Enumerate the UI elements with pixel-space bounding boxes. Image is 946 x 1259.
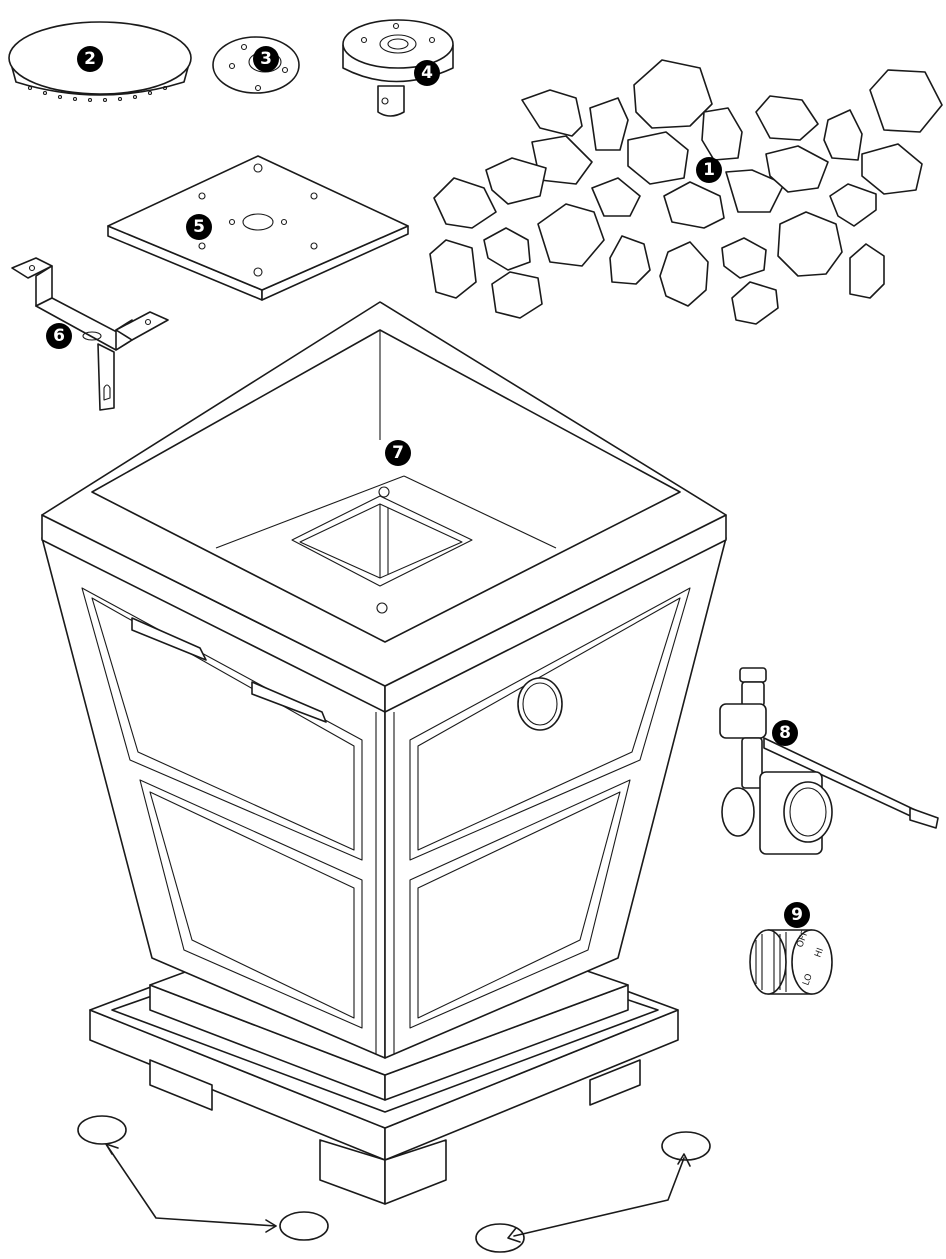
bracket	[11, 257, 169, 411]
callout-2: 2	[77, 46, 103, 72]
callout-number: 7	[392, 443, 404, 463]
callout-number: 1	[703, 160, 715, 180]
callout-number: 6	[53, 326, 65, 346]
callout-1: 1	[696, 157, 722, 183]
callout-number: 3	[260, 49, 272, 69]
callout-6: 6	[46, 323, 72, 349]
fire-pit-body	[41, 301, 727, 1205]
callout-3: 3	[253, 46, 279, 72]
callout-number: 8	[779, 723, 791, 743]
gas-valve	[719, 667, 939, 855]
callout-number: 4	[421, 63, 433, 83]
callout-7: 7	[385, 440, 411, 466]
callout-4: 4	[414, 60, 440, 86]
callout-number: 9	[791, 905, 803, 925]
control-knob: OFF HI LO	[749, 929, 833, 995]
knob-hi-label: HI	[813, 947, 826, 959]
feet-pads	[77, 1115, 711, 1253]
callout-9: 9	[784, 902, 810, 928]
callout-8: 8	[772, 720, 798, 746]
burner-mounting-plate	[107, 155, 409, 301]
callout-number: 5	[193, 217, 205, 237]
knob-lo-label: LO	[801, 973, 814, 987]
callout-badges: 1 2 3 4 5 6 7 8	[46, 46, 810, 928]
feet-arrows	[105, 1143, 691, 1243]
callout-number: 2	[84, 49, 96, 69]
fire-glass-pieces	[429, 59, 943, 325]
callout-5: 5	[186, 214, 212, 240]
